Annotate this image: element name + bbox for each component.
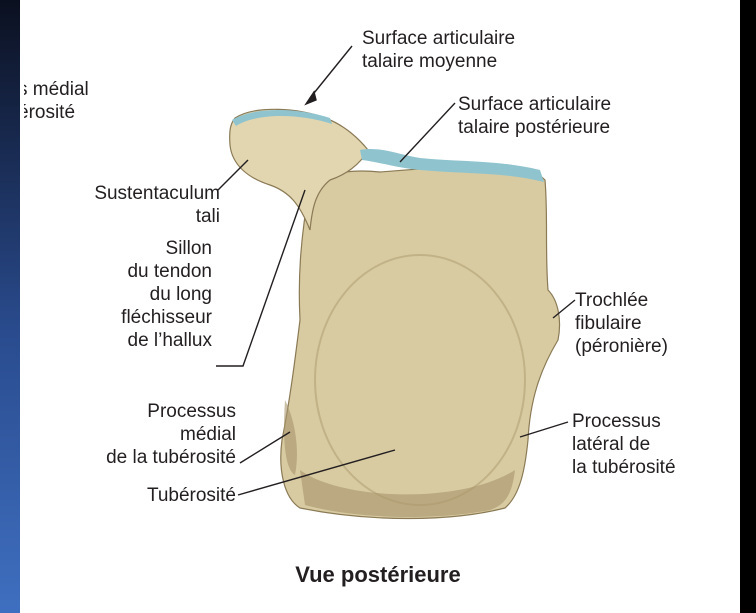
- leader-surface-posterieure: [400, 103, 455, 162]
- label-sustentaculum-tali: Sustentaculum tali: [20, 182, 220, 228]
- label-surface-articulaire-talaire-posterieure: Surface articulaire talaire postérieure: [458, 93, 611, 139]
- label-tuberosite: Tubérosité: [20, 484, 236, 507]
- leader-surface-moyenne: [310, 46, 352, 98]
- label-sillon-tendon: Sillon du tendon du long fléchisseur de …: [20, 237, 212, 352]
- label-processus-medial: Processus médial de la tubérosité: [20, 400, 236, 469]
- leader-surface-moyenne-head: [306, 92, 316, 104]
- label-surface-articulaire-talaire-moyenne: Surface articulaire talaire moyenne: [362, 27, 515, 73]
- label-processus-lateral: Processus latéral de la tubérosité: [572, 410, 676, 479]
- leader-sillon: [216, 190, 305, 366]
- label-medial-process-cut: s médial érosité: [18, 78, 89, 124]
- label-trochlee-fibulaire: Trochlée fibulaire (péronière): [575, 289, 668, 358]
- leader-sustentaculum: [218, 160, 248, 190]
- figure-caption: Vue postérieure: [0, 562, 756, 588]
- calcaneus-bone: [281, 164, 560, 519]
